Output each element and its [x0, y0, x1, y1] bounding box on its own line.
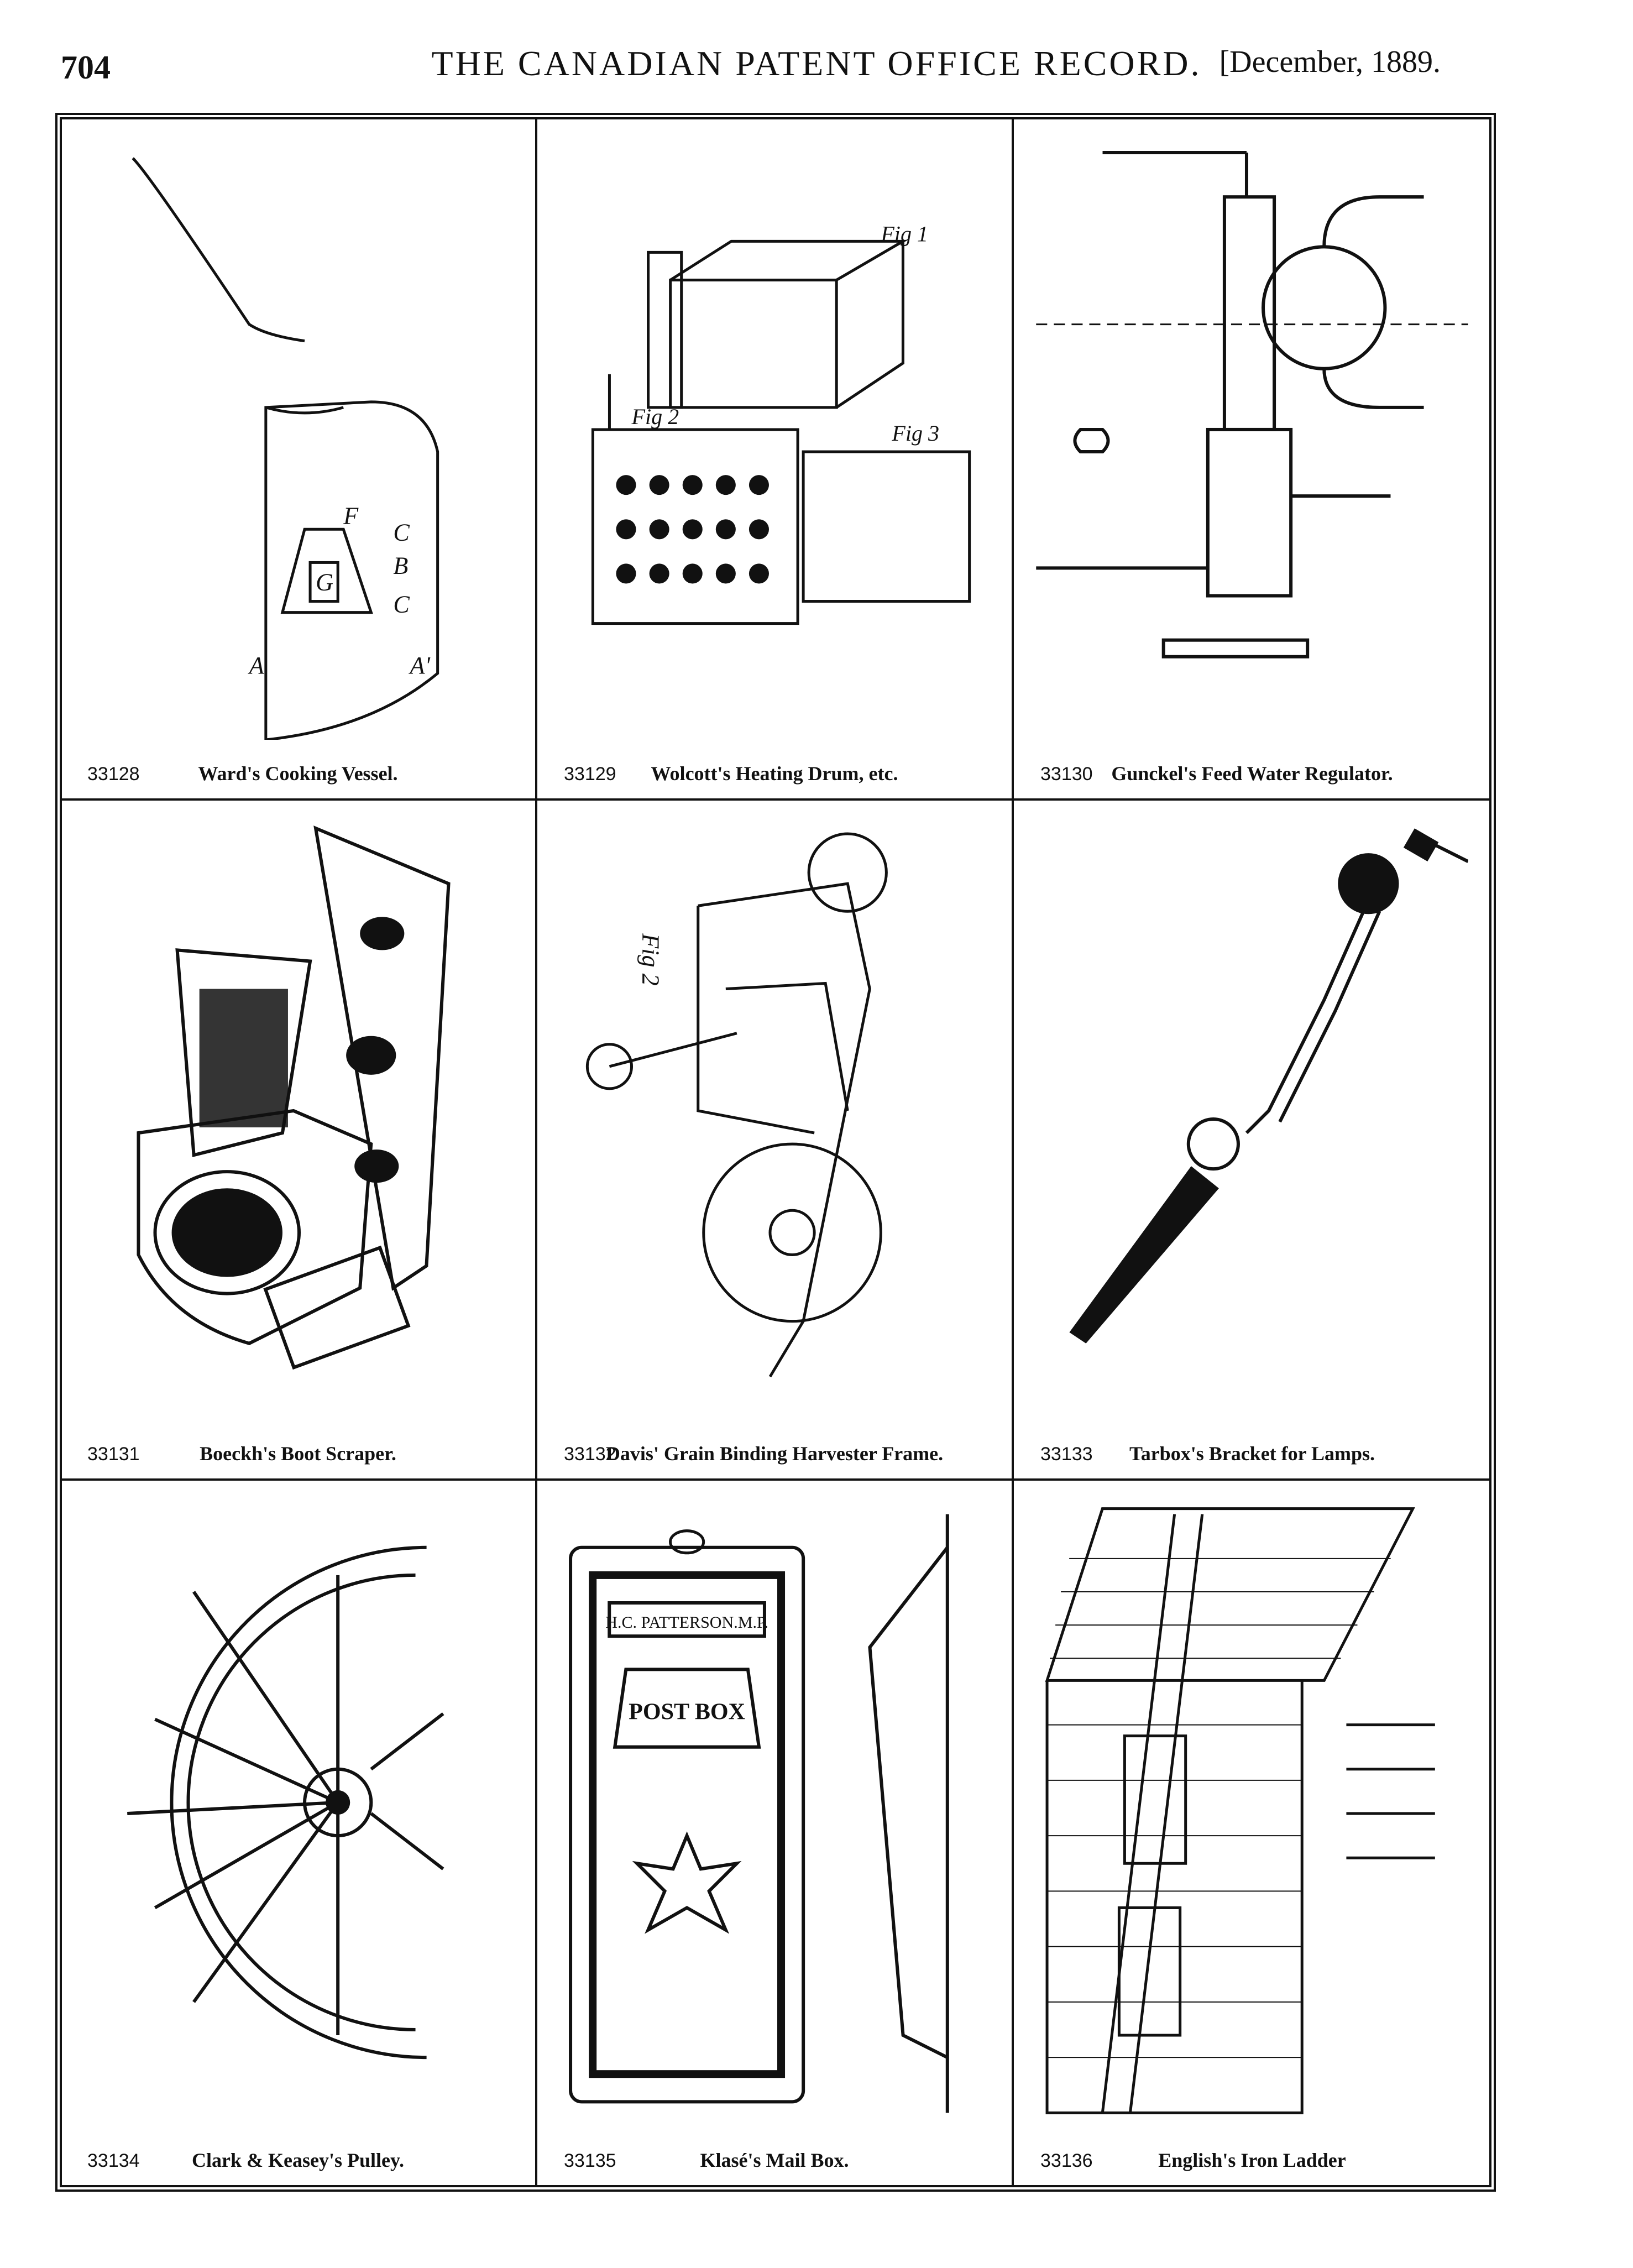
patent-cell-33135: H.C. PATTERSON.M.P. POST BOX 33135 Klasé…: [537, 1481, 1014, 2185]
patent-cell-33129: Fig 1 Fig 2 Fig 3 33129 Wolcott's Heatin…: [537, 119, 1014, 801]
patent-number: 33130: [1040, 764, 1093, 785]
lamp-bracket-drawing: [1069, 828, 1468, 1344]
patent-title: Tarbox's Bracket for Lamps.: [1129, 1443, 1375, 1465]
page-frame: [55, 113, 1496, 2192]
patent-caption: 33131 Boeckh's Boot Scraper.: [61, 1432, 535, 1465]
patent-title: English's Iron Ladder: [1158, 2149, 1346, 2171]
pulley-drawing: [127, 1545, 444, 2060]
patent-caption: 33132 Davis' Grain Binding Harvester Fra…: [537, 1432, 1012, 1465]
patent-number: 33131: [87, 1444, 140, 1465]
patent-title: Gunckel's Feed Water Regulator.: [1111, 762, 1393, 785]
patent-caption: 33134 Clark & Keasey's Pulley.: [61, 2139, 535, 2172]
patent-caption: 33130 Gunckel's Feed Water Regulator.: [1014, 752, 1490, 785]
patent-title: Boeckh's Boot Scraper.: [200, 1443, 396, 1465]
patent-caption: 33136 English's Iron Ladder: [1014, 2139, 1490, 2172]
patent-caption: 33135 Klasé's Mail Box.: [537, 2139, 1012, 2172]
patent-cell-33134: 33134 Clark & Keasey's Pulley.: [61, 1481, 537, 2185]
issue-date: [December, 1889.: [1219, 45, 1441, 79]
harvester-frame-drawing: Fig 2: [585, 832, 888, 1378]
fig-label: Fig 3: [891, 421, 939, 446]
patent-cell-33132: Fig 2 33132 Davis' Grain Binding Harvest…: [537, 801, 1014, 1481]
patent-number: 33133: [1040, 1444, 1093, 1465]
patent-number: 33135: [564, 2150, 616, 2171]
mailbox-nameplate: H.C. PATTERSON.M.P.: [605, 1613, 768, 1632]
mailbox-post-label: POST BOX: [629, 1699, 745, 1725]
patent-cell-33133: 33133 Tarbox's Bracket for Lamps.: [1014, 801, 1490, 1481]
fig-label: Fig 2: [637, 933, 664, 985]
patent-cell-33136: 33136 English's Iron Ladder: [1014, 1481, 1490, 2185]
patent-number: 33132: [564, 1444, 616, 1465]
svg-text:F: F: [343, 502, 359, 529]
svg-text:G: G: [316, 569, 333, 596]
fig-label: Fig 2: [631, 404, 679, 429]
patent-caption: 33128 Ward's Cooking Vessel.: [61, 752, 535, 785]
feed-water-regulator-drawing: [1036, 151, 1468, 659]
patent-title: Klasé's Mail Box.: [700, 2149, 849, 2171]
patent-title: Clark & Keasey's Pulley.: [192, 2149, 404, 2171]
svg-text:B: B: [393, 552, 408, 579]
patent-number: 33136: [1040, 2150, 1093, 2171]
svg-text:A': A': [409, 652, 431, 679]
iron-ladder-drawing: [1045, 1507, 1435, 2114]
page-number: 704: [61, 49, 111, 86]
heating-drum-drawing: Fig 1 Fig 2 Fig 3: [591, 221, 971, 625]
patent-caption: 33129 Wolcott's Heating Drum, etc.: [537, 752, 1012, 785]
mail-box-drawing: H.C. PATTERSON.M.P. POST BOX: [569, 1514, 949, 2113]
patent-cell-33130: 33130 Gunckel's Feed Water Regulator.: [1014, 119, 1490, 801]
patent-number: 33134: [87, 2150, 140, 2171]
patent-title: Wolcott's Heating Drum, etc.: [651, 762, 898, 785]
cooking-vessel-drawing: F G CBC A A': [132, 157, 439, 740]
patent-number: 33128: [87, 764, 140, 785]
page-title: THE CANADIAN PATENT OFFICE RECORD.: [431, 44, 1202, 83]
patent-cell-33131: 33131 Boeckh's Boot Scraper.: [61, 801, 537, 1481]
patent-title: Davis' Grain Binding Harvester Frame.: [605, 1443, 944, 1465]
boot-scraper-drawing: [137, 825, 451, 1370]
svg-text:A: A: [248, 652, 265, 679]
patent-number: 33129: [564, 764, 616, 785]
svg-text:C: C: [393, 591, 410, 618]
fig-label: Fig 1: [880, 221, 928, 246]
patent-caption: 33133 Tarbox's Bracket for Lamps.: [1014, 1432, 1490, 1465]
patent-title: Ward's Cooking Vessel.: [198, 762, 398, 785]
svg-text:C: C: [393, 519, 410, 546]
